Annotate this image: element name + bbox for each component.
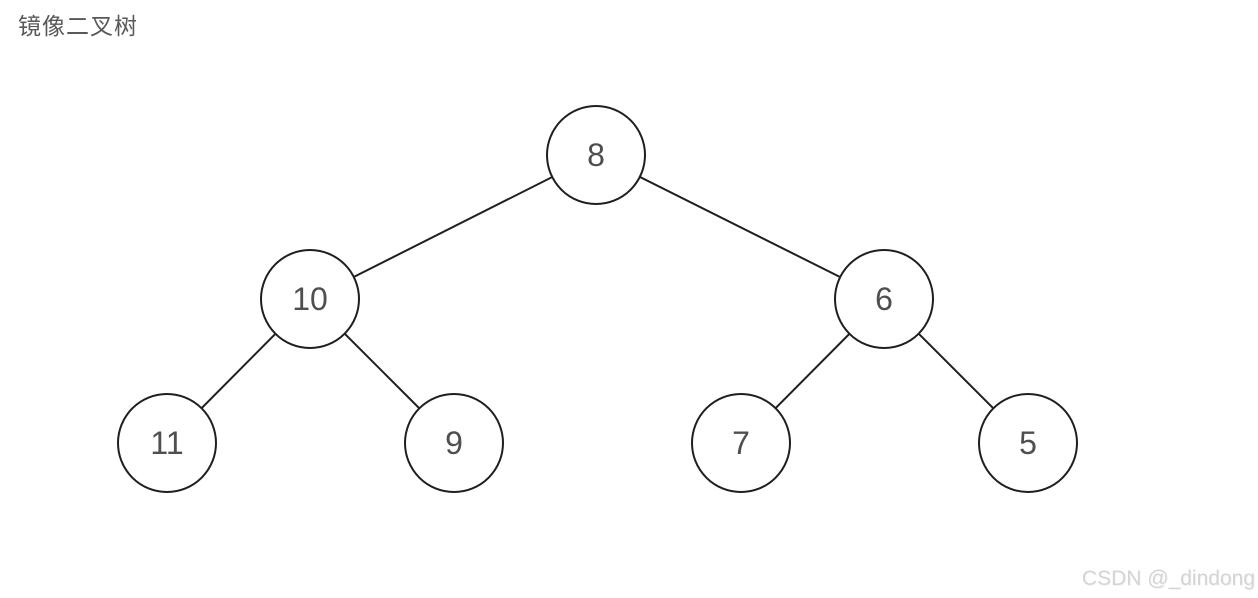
tree-edge xyxy=(595,154,885,300)
tree-node-label: 11 xyxy=(150,425,183,461)
tree-node: 5 xyxy=(978,393,1078,493)
tree-node-label: 7 xyxy=(732,425,750,461)
tree-node: 6 xyxy=(834,249,934,349)
tree-edge xyxy=(309,154,597,300)
tree-node-circle xyxy=(834,249,934,349)
tree-node: 10 xyxy=(260,249,360,349)
tree-node-circle xyxy=(117,393,217,493)
tree-node-circle xyxy=(691,393,791,493)
tree-node-label: 8 xyxy=(587,137,605,173)
tree-node: 11 xyxy=(117,393,217,493)
tree-node-label: 5 xyxy=(1019,425,1037,461)
tree-node: 8 xyxy=(546,105,646,205)
tree-node-label: 9 xyxy=(445,425,463,461)
tree-node-circle xyxy=(546,105,646,205)
tree-node: 7 xyxy=(691,393,791,493)
tree-node-label: 6 xyxy=(875,281,893,317)
watermark: CSDN @_dindong xyxy=(1081,567,1255,590)
page-title: 镜像二叉树 xyxy=(18,13,138,39)
tree-node-circle xyxy=(404,393,504,493)
tree-node-label: 10 xyxy=(292,281,328,317)
tree-node-circle xyxy=(978,393,1078,493)
tree-node: 9 xyxy=(404,393,504,493)
tree-node-circle xyxy=(260,249,360,349)
